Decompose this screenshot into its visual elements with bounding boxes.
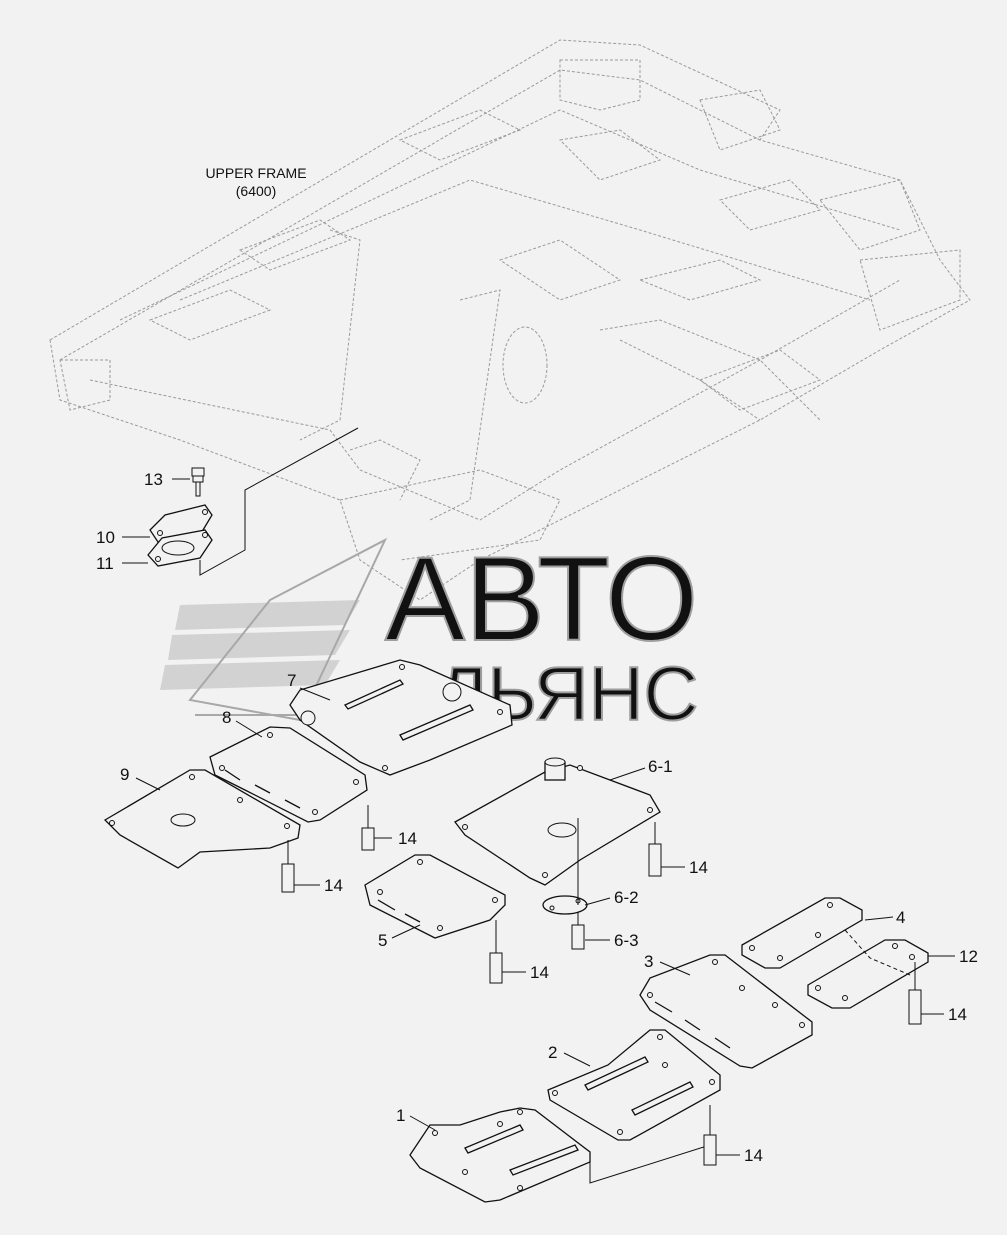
callout-6-3: 6-3 xyxy=(614,931,639,950)
part-4-12-ref-line xyxy=(844,929,911,976)
frame-label-line1: UPPER FRAME xyxy=(205,165,306,181)
callout-6-1: 6-1 xyxy=(648,757,673,776)
callout-9: 9 xyxy=(120,765,129,784)
part-3-plate xyxy=(639,954,813,1069)
bolt-6-3 xyxy=(571,912,585,950)
part-7-plate xyxy=(289,659,513,776)
callout-14-f: 14 xyxy=(744,1146,763,1165)
part-8-plate xyxy=(209,726,368,823)
callout-7: 7 xyxy=(287,671,296,690)
part-12-plate xyxy=(807,939,929,1009)
callout-14-d: 14 xyxy=(530,963,549,982)
frame-label-line2: (6400) xyxy=(236,183,276,199)
callout-11: 11 xyxy=(96,554,114,573)
callout-14-b: 14 xyxy=(324,876,343,895)
callout-1: 1 xyxy=(396,1106,405,1125)
callout-8: 8 xyxy=(222,708,231,727)
callout-10: 10 xyxy=(96,528,115,547)
part-2-plate xyxy=(547,1029,721,1141)
callout-13: 13 xyxy=(144,470,163,489)
upper-frame-outline xyxy=(49,39,971,601)
bolt-14-d xyxy=(489,920,503,984)
bolt-14-e xyxy=(908,962,922,1025)
bolt-14-a xyxy=(361,805,375,851)
bolt-14-c xyxy=(648,822,662,877)
part-6-1-plate xyxy=(454,757,661,886)
part-1-plate xyxy=(409,1107,591,1203)
leader-lines xyxy=(122,478,955,1156)
callout-6-2: 6-2 xyxy=(614,888,639,907)
part-4-plate xyxy=(741,897,863,969)
callout-4: 4 xyxy=(896,908,905,927)
part-9-plate xyxy=(103,769,301,869)
part-5-plate xyxy=(364,854,506,939)
callout-5: 5 xyxy=(378,931,387,950)
part-6-2-cover xyxy=(542,895,588,915)
callout-2: 2 xyxy=(548,1043,557,1062)
part-13-bolt xyxy=(191,467,205,497)
watermark-logo xyxy=(160,537,388,722)
part-11-gasket xyxy=(147,529,213,567)
callout-14-a: 14 xyxy=(398,829,417,848)
watermark-line1: АВТО xyxy=(385,532,698,666)
bolt-14-f xyxy=(703,1110,717,1166)
callout-12: 12 xyxy=(959,947,978,966)
part-10-11-ref-line xyxy=(199,427,359,576)
bolt-14-b xyxy=(281,840,295,893)
callout-3: 3 xyxy=(644,952,653,971)
callout-14-c: 14 xyxy=(689,858,708,877)
callout-14-e: 14 xyxy=(948,1005,967,1024)
